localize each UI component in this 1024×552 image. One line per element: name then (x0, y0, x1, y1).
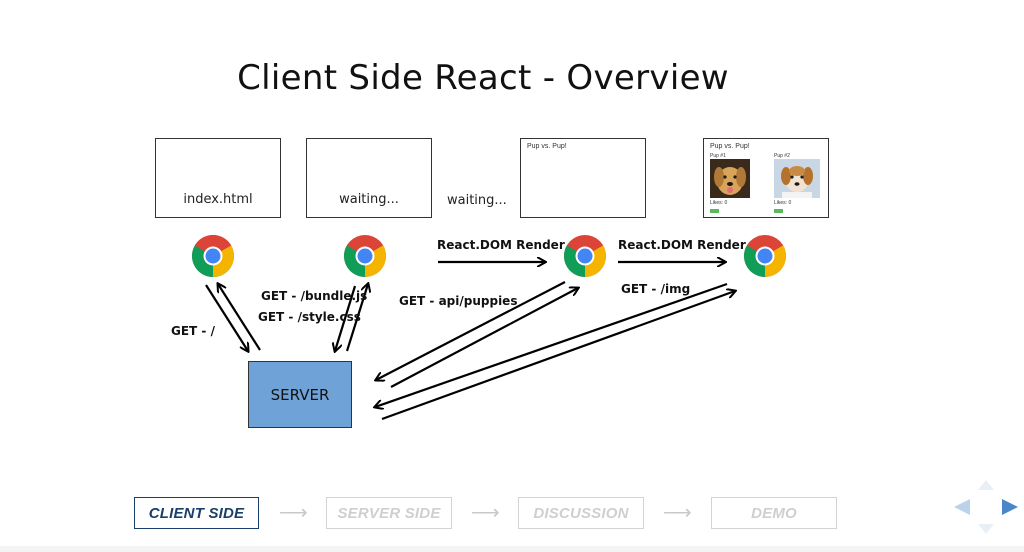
arrow-up-icon (978, 480, 994, 490)
frame-index-html: index.html (155, 138, 281, 218)
label-react-render-1: React.DOM Render (437, 238, 565, 252)
puppy-image-2 (774, 159, 820, 198)
nav-demo-label: DEMO (751, 504, 797, 522)
frame-pup-rendered-title: Pup vs. Pup! (710, 143, 750, 150)
nav-arrow-icon: ⟶ (471, 502, 500, 524)
nav-arrow-icon: ⟶ (279, 502, 308, 524)
chrome-icon (343, 235, 387, 277)
nav-client-side[interactable]: CLIENT SIDE (134, 497, 259, 529)
label-get-api: GET - api/puppies (399, 294, 518, 308)
chrome-icon (563, 235, 607, 277)
slide-nav-controls (954, 480, 1018, 534)
nav-server-side-label: SERVER SIDE (337, 504, 441, 522)
pup1-likes: Likes: 0 (710, 200, 728, 206)
pup2-label: Pup #2 (774, 153, 790, 159)
arrow-api-response (390, 288, 578, 388)
arrow-left-icon (954, 499, 970, 515)
label-get-style: GET - /style.css (258, 310, 361, 324)
nav-demo[interactable]: DEMO (711, 497, 837, 529)
nav-client-side-label: CLIENT SIDE (148, 504, 245, 522)
frame-waiting-label: waiting... (339, 192, 399, 207)
frame-pup-empty-title: Pup vs. Pup! (527, 143, 567, 150)
nav-discussion-label: DISCUSSION (533, 504, 629, 522)
frame-index-html-label: index.html (183, 192, 253, 207)
label-get-bundle: GET - /bundle.js (261, 289, 368, 303)
pup2-likes: Likes: 0 (774, 200, 792, 206)
server-box: SERVER (248, 361, 352, 428)
bottom-bar (0, 546, 1024, 552)
arrow-right-icon (1002, 499, 1018, 515)
chrome-icon (191, 234, 235, 278)
frame-waiting: waiting... (306, 138, 432, 218)
frame-pup-empty: Pup vs. Pup! (520, 138, 646, 218)
pup1-like-button[interactable] (710, 209, 719, 213)
arrow-get-root-response (218, 284, 261, 351)
label-get-root: GET - / (171, 324, 215, 338)
pup2-like-button[interactable] (774, 209, 783, 213)
server-label: SERVER (270, 385, 330, 404)
arrow-get-root-request (205, 284, 248, 351)
arrow-bundle-response (345, 284, 368, 352)
arrow-bundle-request (335, 285, 357, 351)
arrow-img-request (375, 282, 728, 407)
waiting-text: waiting... (447, 193, 507, 208)
frame-pup-rendered: Pup vs. Pup! Pup #1 Pup #2 Likes: 0 Like… (703, 138, 829, 218)
page-title: Client Side React - Overview (237, 58, 729, 98)
puppy-image-1 (710, 159, 750, 198)
arrow-img-response (381, 291, 735, 421)
nav-arrow-icon: ⟶ (663, 502, 692, 524)
label-react-render-2: React.DOM Render (618, 238, 746, 252)
arrow-api-request (376, 281, 566, 380)
nav-server-side[interactable]: SERVER SIDE (326, 497, 452, 529)
nav-discussion[interactable]: DISCUSSION (518, 497, 644, 529)
pup1-label: Pup #1 (710, 153, 726, 159)
label-get-img: GET - /img (621, 282, 691, 296)
chrome-icon (743, 235, 787, 277)
arrow-down-icon (978, 524, 994, 534)
